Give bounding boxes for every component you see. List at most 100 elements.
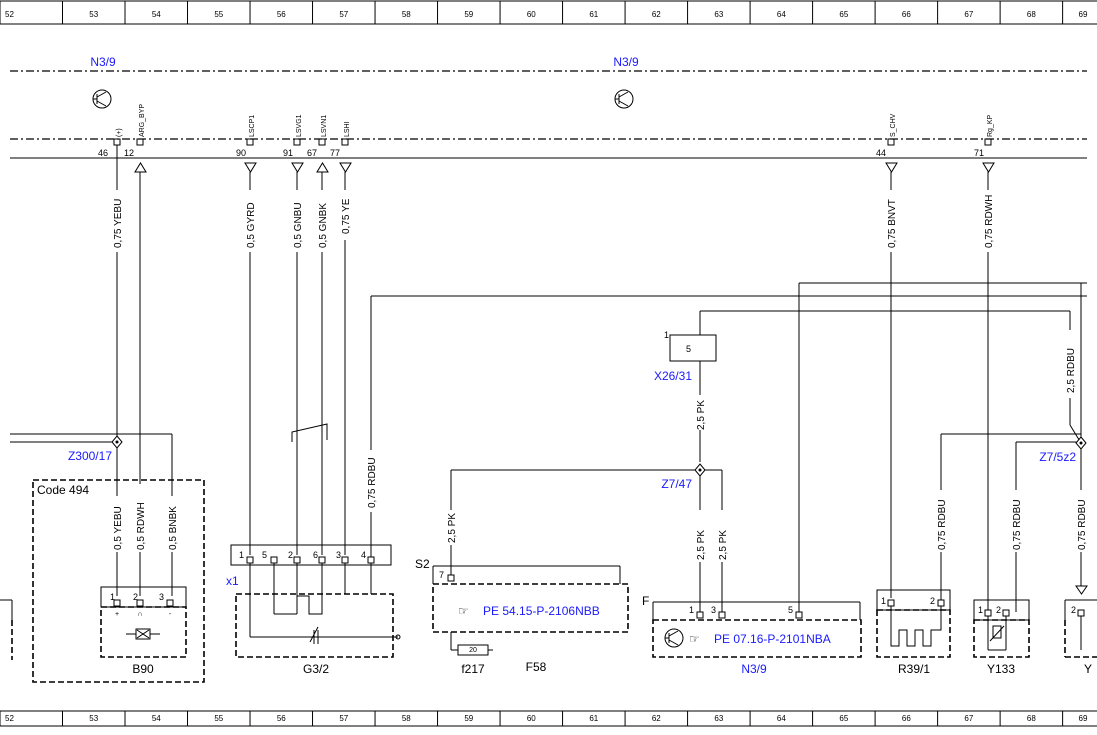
wire-label: 0,5 GNBK (318, 203, 329, 248)
module-label-right: N3/9 (613, 55, 639, 69)
ruler-number: 62 (652, 10, 661, 19)
x1-pin: 2 (288, 550, 293, 560)
component-label: f217 (461, 662, 485, 676)
component-f58: 2,5 PK S2 7 ☞ PE 54.15-P-2106NBB 20 f217… (415, 469, 700, 676)
module-label-left: N3/9 (90, 55, 116, 69)
ruler-number: 54 (152, 10, 161, 19)
ruler-number: 68 (1027, 714, 1036, 723)
pin-signal: LSVG1 (296, 114, 303, 137)
doc-reference: PE 54.15-P-2106NBB (483, 604, 600, 618)
wire-label: 0,5 GNBU (293, 202, 304, 248)
b90-sign: + (115, 611, 119, 618)
x1-pin: 5 (262, 550, 267, 560)
ruler-number: 64 (777, 714, 786, 723)
x2631-conn: 1 (664, 330, 669, 340)
component-n39-lower: F 1 3 5 ☞ PE 07.16-P-2101NBA N3/9 (642, 282, 1087, 676)
ruler-number: 57 (339, 10, 348, 19)
code-label: Code 494 (37, 483, 89, 497)
ruler-number: 67 (964, 714, 973, 723)
component-y-cut: 0,75 RDBU 2 Y (1064, 499, 1097, 676)
left-edge-component (0, 599, 13, 660)
r39-pin: 1 (881, 596, 886, 606)
pin-number: 44 (876, 148, 886, 158)
pin-number: 12 (124, 148, 134, 158)
wire-label: 2,5 PK (696, 400, 707, 430)
pin-signal: LSVN1 (321, 115, 328, 137)
f-pin: 5 (788, 605, 793, 615)
ruler-number: 57 (339, 714, 348, 723)
wire-label: 2,5 PK (447, 513, 458, 543)
component-label: F58 (526, 660, 547, 674)
s2-label: S2 (415, 557, 430, 571)
r39-pin: 2 (930, 596, 935, 606)
ruler-number: 59 (464, 714, 473, 723)
pin-signal: ARG_BYP (139, 104, 146, 137)
fuse-rating: 20 (469, 647, 477, 654)
ruler-number: 62 (652, 714, 661, 723)
ruler-number: 61 (589, 714, 598, 723)
ruler-number: 66 (902, 714, 911, 723)
ruler-number: 52 (5, 10, 14, 19)
pin-signal: Rg_KP (987, 114, 994, 137)
b90-pin: 1 (110, 592, 115, 602)
ruler-number: 66 (902, 10, 911, 19)
ruler-number: 58 (402, 10, 411, 19)
wire-label: 0,5 GYRD (246, 202, 257, 248)
component-label: Y (1084, 662, 1092, 676)
component-label: B90 (132, 662, 154, 676)
component-label: G3/2 (303, 662, 329, 676)
b90-pin: 3 (159, 592, 164, 602)
component-g32: G3/2 (235, 563, 401, 676)
wire-label: 0,75 YE (341, 198, 352, 234)
s2-pin: 7 (439, 570, 444, 580)
pin-number: 90 (236, 148, 246, 158)
wire-label: 0,5 YEBU (113, 506, 124, 550)
hand-pointer-icon: ☞ (458, 604, 469, 618)
pin-number: 71 (974, 148, 984, 158)
wire-label: 2,5 PK (696, 530, 707, 560)
pin-signal: (+) (116, 128, 123, 137)
wire-label: 0,75 RDBU (367, 457, 378, 508)
x1-pin: 6 (313, 550, 318, 560)
component-label: R39/1 (898, 662, 930, 676)
splice-z747: Z7/47 2,5 PK 2,5 PK (661, 463, 729, 612)
pin-number: 46 (98, 148, 108, 158)
ruler-number: 63 (714, 714, 723, 723)
y133-pin: 1 (978, 605, 983, 615)
pin-signal: S_CHV (890, 113, 897, 137)
pin-signal: LSCP1 (249, 115, 256, 137)
ruler-number: 60 (527, 714, 536, 723)
wire-label: 0,75 YEBU (113, 199, 124, 248)
doc-reference: PE 07.16-P-2101NBA (714, 632, 831, 646)
b90-pin: 2 (133, 592, 138, 602)
ruler-number: 60 (527, 10, 536, 19)
transistor-icon (614, 89, 634, 109)
wire-label: 0,75 BNVT (887, 199, 898, 248)
ruler-number: 53 (89, 10, 98, 19)
pin-headers: 46 (+) 12 ARG_BYP 90 LSCP1 91 LSVG1 67 L… (98, 104, 994, 158)
splice-z75z2: 2,5 RDBU Z7/5z2 (940, 283, 1087, 490)
splice-z300: Z300/17 (10, 433, 173, 496)
ruler-number: 67 (964, 10, 973, 19)
connector-x1: x1 1 5 2 6 3 4 0,75 RDBU (226, 295, 1087, 588)
pin-signal: LSHI (344, 121, 351, 137)
x1-pin: 3 (336, 550, 341, 560)
wire-label: 2,5 PK (718, 530, 729, 560)
ruler-number: 56 (277, 10, 286, 19)
ruler-number: 55 (214, 714, 223, 723)
ground-triangle-icon (134, 162, 995, 173)
ruler-number: 65 (839, 10, 848, 19)
connector-label: x1 (226, 574, 239, 588)
splice-label: Z300/17 (68, 449, 112, 463)
x1-pin: 1 (239, 550, 244, 560)
ruler-number: 52 (5, 714, 14, 723)
x1-pin: 4 (361, 550, 366, 560)
b90-sign: - (169, 611, 172, 618)
ruler-number: 54 (152, 714, 161, 723)
wires-from-module: 0,75 YEBU 0,5 GYRD 0,5 GNBU 0,5 GNBK 0,7… (113, 145, 995, 610)
x2631-pin: 5 (686, 344, 691, 354)
pin-number: 91 (283, 148, 293, 158)
